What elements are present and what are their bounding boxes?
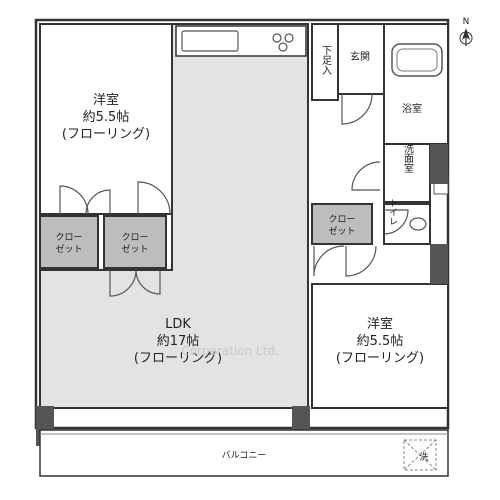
toilet-room bbox=[383, 203, 431, 245]
western-left-size: 約5.5帖 bbox=[83, 110, 130, 125]
closet-3 bbox=[311, 203, 373, 245]
laundry-area bbox=[403, 439, 437, 471]
laundry-label: 洗 bbox=[419, 451, 428, 463]
door-swing bbox=[135, 269, 161, 295]
closet-3-line2: ゼット bbox=[328, 225, 355, 237]
closet-1 bbox=[39, 215, 99, 269]
laundry-cross bbox=[403, 439, 437, 471]
shoe-closet bbox=[311, 23, 339, 101]
column bbox=[430, 244, 448, 284]
stove-burner bbox=[272, 33, 282, 43]
entrance-label: 玄関 bbox=[350, 50, 370, 63]
north-label: N bbox=[463, 17, 470, 27]
door-swing bbox=[383, 209, 409, 235]
stove-burner bbox=[278, 42, 288, 52]
door-swing bbox=[345, 245, 377, 277]
closet-2-line2: ゼット bbox=[121, 243, 148, 255]
western-left-name: 洋室 bbox=[93, 92, 119, 108]
bathtub bbox=[391, 43, 443, 77]
closet-2 bbox=[103, 215, 167, 269]
toilet-label: トイレ bbox=[387, 199, 398, 226]
door-swing bbox=[85, 189, 111, 215]
washroom-label: 洗面室 bbox=[402, 143, 414, 173]
western-right-size: 約5.5帖 bbox=[357, 334, 404, 349]
door-swing bbox=[313, 245, 345, 277]
ldk-name: LDK bbox=[165, 317, 191, 332]
toilet-bowl bbox=[409, 217, 427, 231]
western-right-name: 洋室 bbox=[367, 316, 393, 332]
bathroom bbox=[383, 23, 449, 145]
door-swing bbox=[341, 93, 373, 125]
door-swing bbox=[351, 161, 381, 191]
door-swing bbox=[59, 185, 89, 215]
bathtub-inner bbox=[396, 48, 438, 72]
balcony-label: バルコニー bbox=[222, 450, 267, 461]
entrance bbox=[337, 23, 385, 95]
closet-1-line2: ゼット bbox=[55, 243, 82, 255]
door-swing bbox=[137, 181, 171, 215]
closet-1-line1: クロー bbox=[55, 232, 82, 243]
column bbox=[430, 144, 448, 184]
western-left-floor: (フローリング) bbox=[62, 127, 150, 142]
closet-2-line1: クロー bbox=[121, 232, 148, 243]
door-swing bbox=[109, 269, 137, 297]
kitchen-sink bbox=[181, 30, 239, 52]
western-room-left bbox=[39, 23, 173, 215]
western-right-floor: (フローリング) bbox=[336, 351, 424, 366]
closet-3-line1: クロー bbox=[328, 214, 355, 225]
ldk-size: 約17帖 bbox=[157, 334, 200, 349]
balcony bbox=[39, 429, 449, 477]
shoe-closet-label: 下足入 bbox=[320, 45, 332, 75]
watermark: Corporation Ltd. bbox=[181, 344, 279, 358]
washroom bbox=[383, 143, 431, 203]
western-room-right bbox=[311, 283, 449, 409]
north-arrow-icon bbox=[459, 28, 473, 46]
stove-burner bbox=[284, 33, 294, 43]
bath-label: 浴室 bbox=[402, 102, 422, 115]
ldk-floor-label: (フローリング) bbox=[134, 351, 222, 366]
